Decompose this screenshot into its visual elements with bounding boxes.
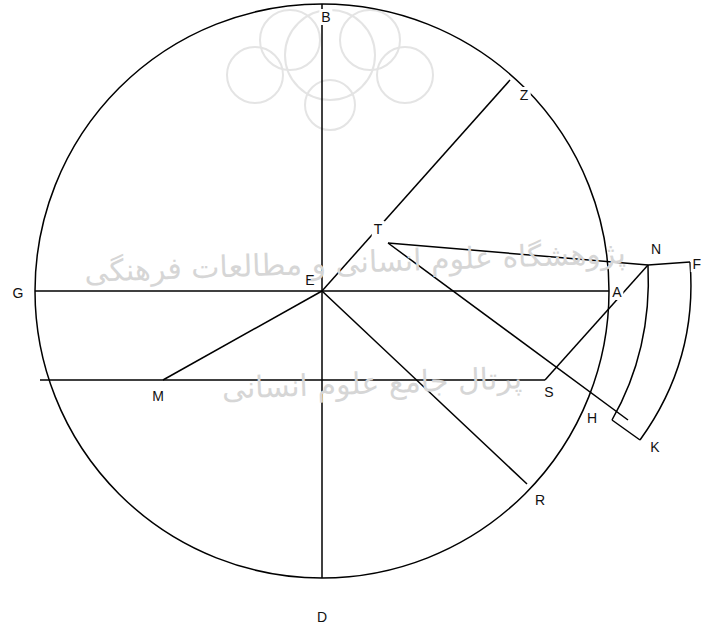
arc-edge bbox=[612, 420, 640, 440]
point-label: F bbox=[690, 256, 703, 272]
point-label: G bbox=[11, 285, 26, 301]
main-circle bbox=[35, 4, 609, 578]
point-label: M bbox=[150, 388, 166, 404]
segment-line bbox=[545, 265, 648, 380]
point-label: B bbox=[319, 9, 332, 25]
point-label: R bbox=[533, 492, 547, 508]
point-label: S bbox=[542, 384, 555, 400]
watermark-text: پژوهشگاه علوم انسانی و مطالعات فرهنگی bbox=[84, 235, 626, 289]
point-label: T bbox=[372, 221, 385, 237]
point-label: D bbox=[315, 609, 329, 625]
radius-line bbox=[163, 291, 322, 380]
point-label: H bbox=[585, 410, 599, 426]
arc-edge bbox=[648, 262, 690, 265]
point-label: Z bbox=[518, 87, 531, 103]
outer-arc bbox=[640, 262, 691, 440]
watermark-text: پرتال جامع علوم انسانی bbox=[221, 360, 522, 405]
point-label: K bbox=[648, 439, 661, 455]
point-label: N bbox=[649, 241, 663, 257]
point-label: A bbox=[610, 284, 623, 300]
watermark-ornament bbox=[227, 10, 433, 130]
